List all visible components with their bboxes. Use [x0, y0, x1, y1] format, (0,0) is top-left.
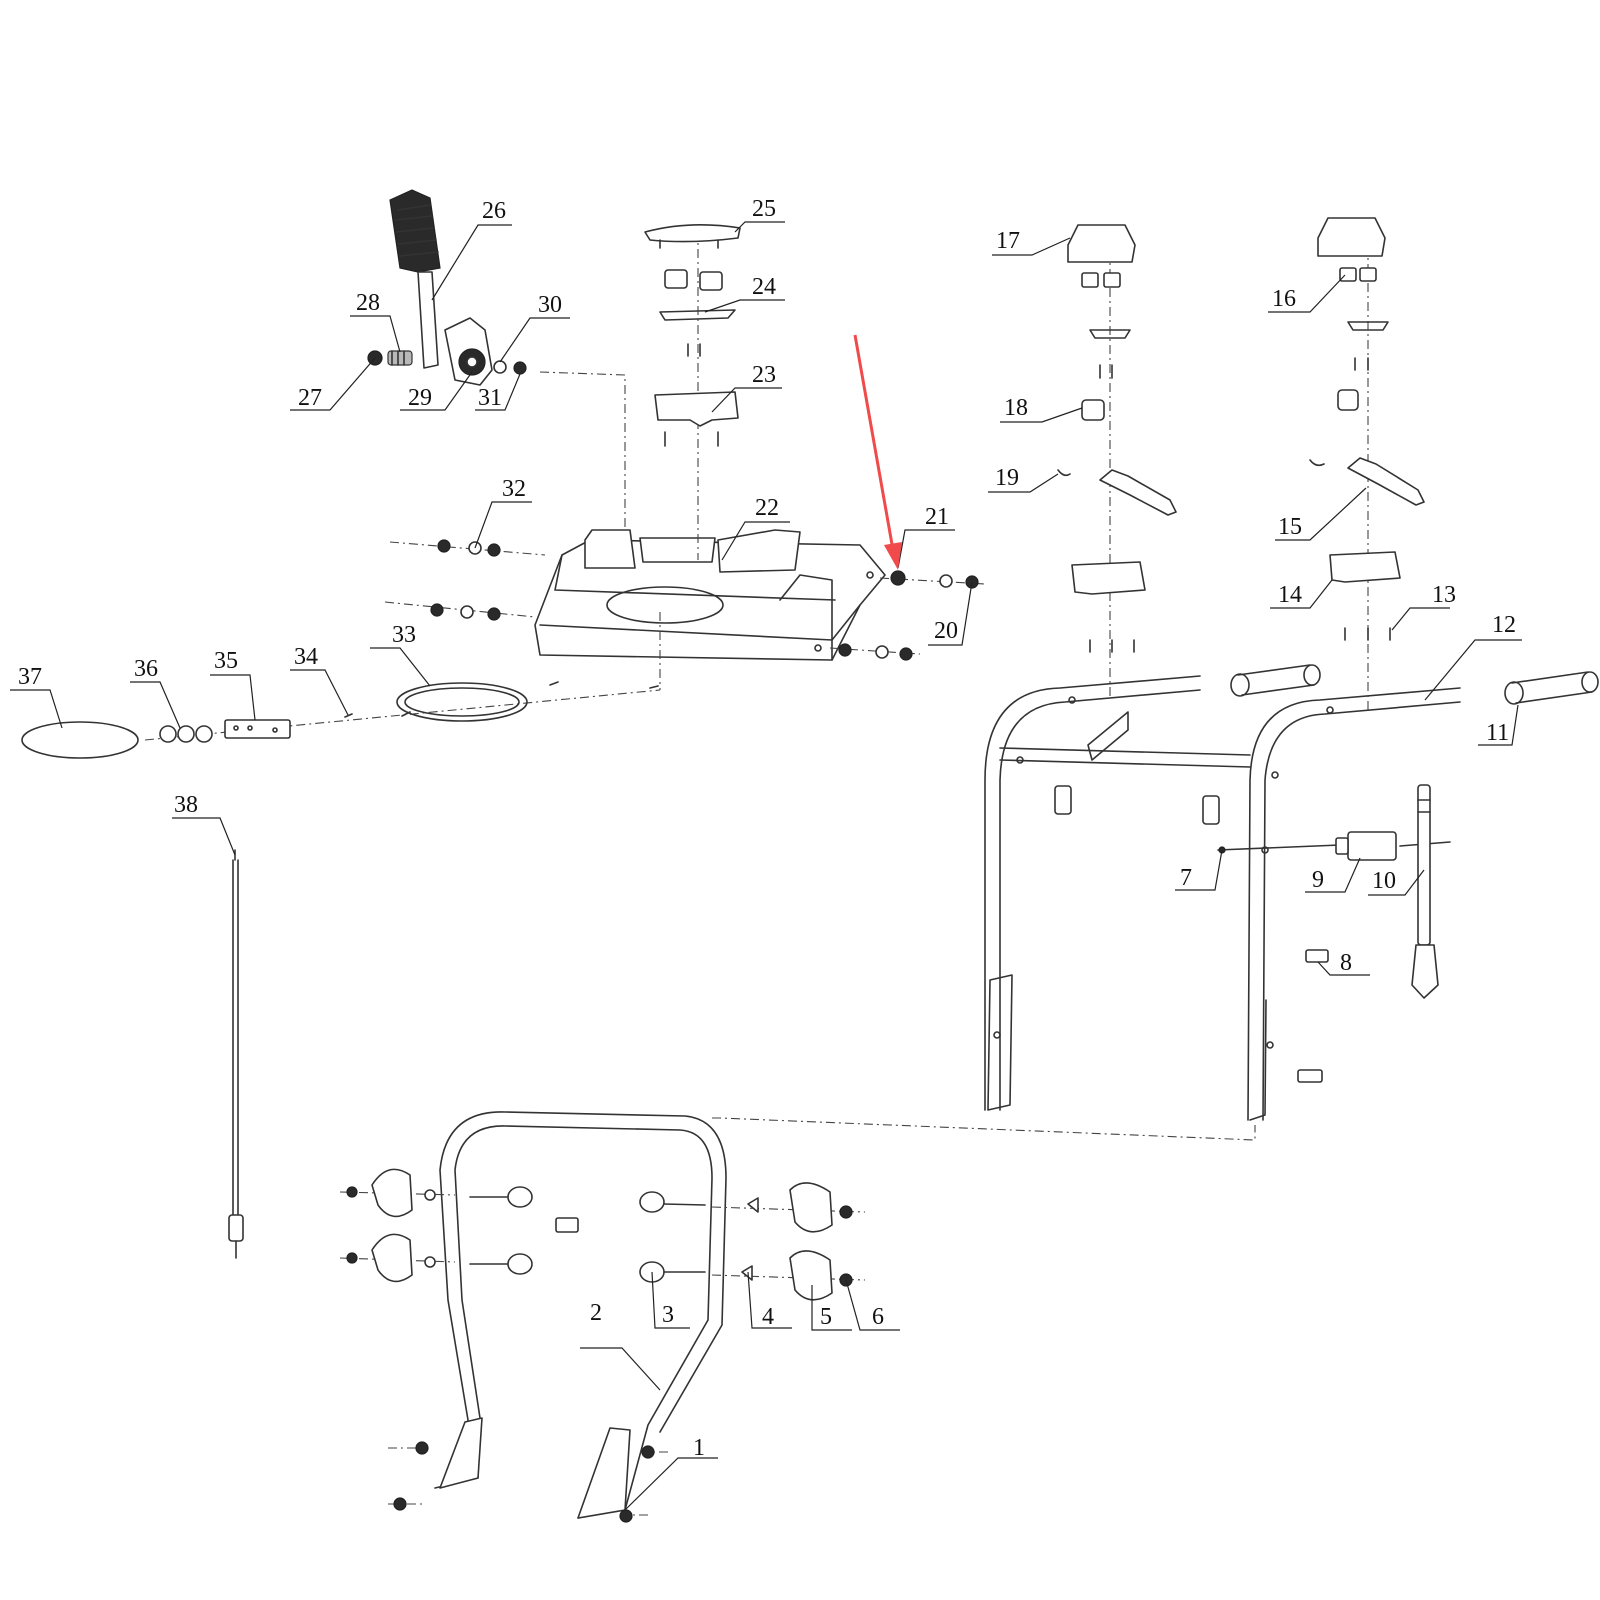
- shift-lever-assembly: [367, 189, 527, 386]
- callout-19: 19: [995, 465, 1019, 491]
- lower-right-fasteners: [619, 1182, 866, 1523]
- shift-rod: [1411, 784, 1439, 999]
- callout-35: 35: [214, 648, 238, 674]
- callout-22: 22: [755, 495, 779, 521]
- callout-12: 12: [1492, 612, 1516, 638]
- lower-left-fasteners: [339, 1168, 579, 1511]
- callout-29: 29: [408, 385, 432, 411]
- callout-34: 34: [294, 644, 318, 670]
- callout-3: 3: [662, 1302, 674, 1328]
- upper-handle-frame: [984, 675, 1461, 1121]
- callout-30: 30: [538, 292, 562, 318]
- callout-13: 13: [1432, 582, 1456, 608]
- badge-assembly: [21, 681, 661, 759]
- housing-fastener-row-1: [389, 539, 546, 557]
- callout-38: 38: [174, 792, 198, 818]
- callout-9: 9: [1312, 867, 1324, 893]
- callout-7: 7: [1180, 865, 1192, 891]
- grip-tube-right: [1504, 671, 1599, 705]
- callout-18: 18: [1004, 395, 1028, 421]
- control-switch-box: [1217, 831, 1451, 861]
- highlight-arrow-icon: [853, 334, 902, 570]
- callout-16: 16: [1272, 286, 1296, 312]
- callout-1: 1: [693, 1435, 705, 1461]
- callout-36: 36: [134, 656, 158, 682]
- callout-32: 32: [502, 476, 526, 502]
- callout-21: 21: [925, 504, 949, 530]
- callout-6: 6: [872, 1304, 884, 1330]
- lower-upper-link-dashline: [712, 1117, 1256, 1141]
- leader-lines: [10, 221, 1522, 1511]
- housing-fastener-row-2: [384, 601, 536, 621]
- callout-8: 8: [1340, 950, 1352, 976]
- callout-5: 5: [820, 1304, 832, 1330]
- callout-17: 17: [996, 228, 1020, 254]
- callout-27: 27: [298, 385, 322, 411]
- housing-fastener-row-3: [879, 570, 986, 589]
- callout-23: 23: [752, 362, 776, 388]
- display-stack: [644, 224, 741, 447]
- callout-11: 11: [1486, 720, 1509, 746]
- callout-31: 31: [478, 385, 502, 411]
- housing-fastener-row-4: [829, 643, 921, 661]
- callout-25: 25: [752, 196, 776, 222]
- callout-15: 15: [1278, 514, 1302, 540]
- callout-14: 14: [1278, 582, 1302, 608]
- callout-10: 10: [1372, 868, 1396, 894]
- callout-4: 4: [762, 1304, 774, 1330]
- callout-33: 33: [392, 622, 416, 648]
- callout-labels: 1 2 3 4 5 6 7 8 9 10 11 12 13 14 15 16 1…: [18, 196, 1516, 1461]
- callout-37: 37: [18, 664, 42, 690]
- dashboard-housing: [534, 529, 886, 661]
- left-lever-stack: [1057, 224, 1177, 700]
- callout-2: 2: [590, 1300, 602, 1326]
- callout-28: 28: [356, 290, 380, 316]
- callout-20: 20: [934, 618, 958, 644]
- lower-handle-frame: [434, 1111, 727, 1519]
- cable-dashline: [539, 371, 626, 530]
- grip-tube-left: [1230, 664, 1321, 697]
- throttle-cable: [228, 849, 244, 1259]
- callout-24: 24: [752, 274, 776, 300]
- frame-clip: [1054, 785, 1329, 1083]
- callout-26: 26: [482, 198, 506, 224]
- right-lever-stack: [1309, 217, 1425, 710]
